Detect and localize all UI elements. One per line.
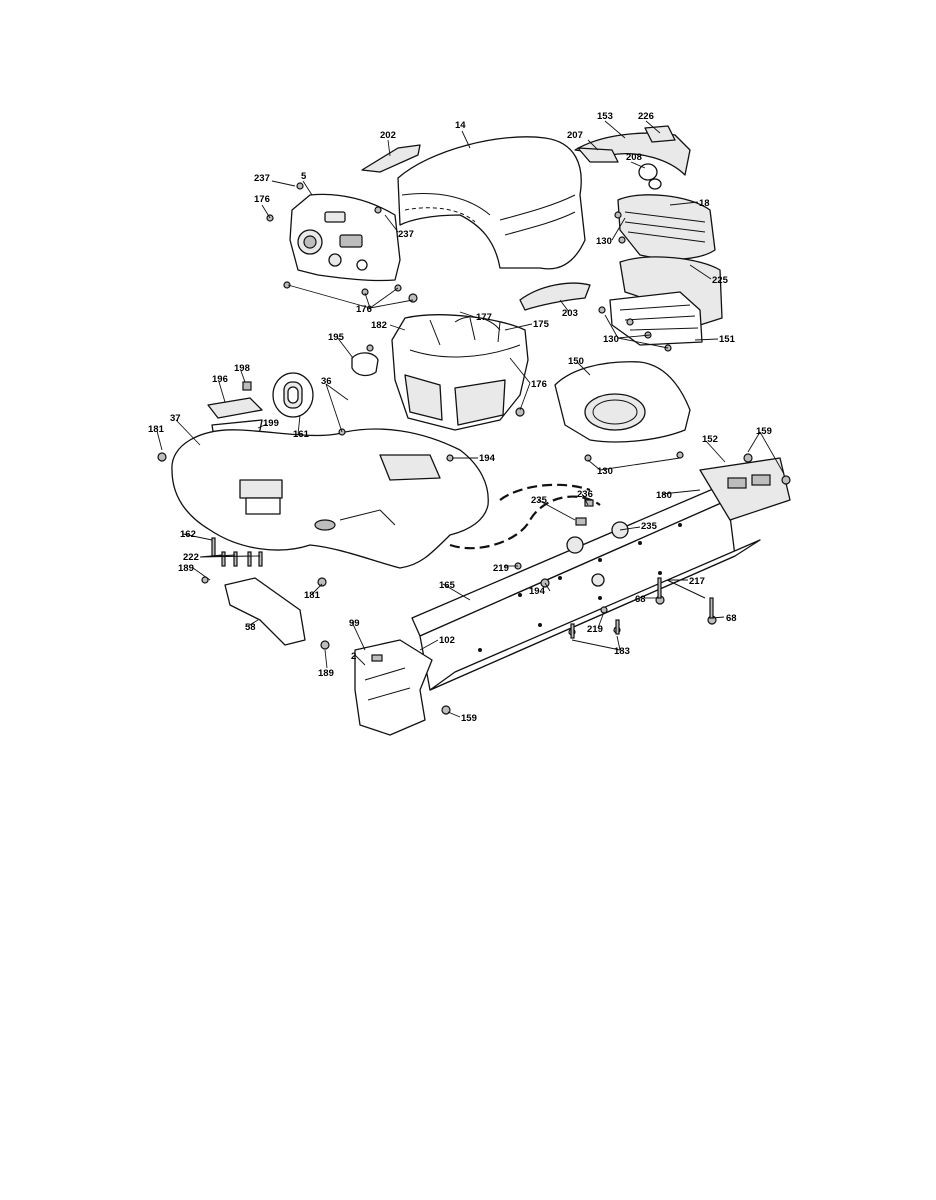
callout-label: 102 [439,635,455,646]
callout-label: 161 [293,429,310,440]
callout-label: 198 [234,363,250,374]
callout-label: 177 [476,312,492,323]
callout-label: 68 [726,613,737,624]
bracket-part-58 [224,577,306,646]
callout-label: 5 [301,171,307,182]
callout-label: 159 [756,426,772,437]
callout-label: 226 [638,111,654,122]
callout-label: 37 [170,413,181,424]
callout-label: 194 [529,586,546,597]
callout-label: 14 [455,120,466,131]
callout-label: 175 [533,319,550,330]
callout-label: 159 [461,713,477,724]
label-part-198 [242,381,252,391]
leader-lines [156,120,785,718]
callout-label: 183 [614,646,630,657]
callout-label: 217 [689,576,705,587]
callout-label: 36 [321,376,332,387]
callout-label: 2 [351,651,356,662]
callout-label: 203 [562,308,578,319]
callout-label: 181 [304,590,321,601]
callout-label: 235 [531,495,548,506]
fender-body-part [171,428,489,569]
callout-label: 195 [328,332,345,343]
cable-part-2 [499,483,591,501]
callout-label: 182 [371,320,387,331]
callout-label: 194 [479,453,496,464]
lens-part-202 [361,144,421,173]
callout-label: 180 [656,490,672,501]
callout-label: 162 [180,529,196,540]
callout-label: 196 [212,374,228,385]
callout-label: 219 [493,563,509,574]
callout-label: 151 [719,334,736,345]
lens-part-203 [519,282,591,311]
callout-label: 165 [439,580,456,591]
callout-label: 237 [398,229,414,240]
callout-label: 236 [577,489,593,500]
callout-label: 99 [349,618,360,629]
callout-label: 225 [712,275,729,286]
callout-label: 152 [702,434,718,445]
dash-panel-part [289,193,401,282]
callout-label: 130 [603,334,619,345]
callout-label: 58 [245,622,256,633]
front-bracket-part [354,639,433,736]
callout-label: 202 [380,130,396,141]
callout-label: 222 [183,552,199,563]
callout-labels: 14 202 153 226 207 208 237 5 176 237 18 … [148,111,772,724]
callout-label: 176 [254,194,270,205]
bracket-part-151 [609,291,703,346]
callout-label: 68 [635,594,646,605]
callout-label: 150 [568,356,584,367]
steering-console-part [391,314,529,431]
callout-label: 18 [699,198,710,209]
hood-trim-part [574,125,691,190]
callout-label: 181 [148,424,165,435]
badge-part-161 [272,372,314,418]
shield-part-150 [554,361,691,443]
callout-label: 189 [178,563,194,574]
callout-label: 199 [263,418,279,429]
callout-label: 130 [596,236,612,247]
callout-label: 219 [587,624,603,635]
hood-part [397,136,586,270]
callout-label: 237 [254,173,270,184]
callout-label: 207 [567,130,583,141]
chassis-frame-part [411,457,791,691]
label-part-196 [207,397,263,419]
callout-label: 208 [626,152,642,163]
callout-label: 176 [356,304,372,315]
callout-label: 176 [531,379,547,390]
knob-part-195 [351,352,379,377]
callout-label: 189 [318,668,334,679]
callout-label: 130 [597,466,613,477]
callout-label: 235 [641,521,658,532]
callout-label: 153 [597,111,613,122]
